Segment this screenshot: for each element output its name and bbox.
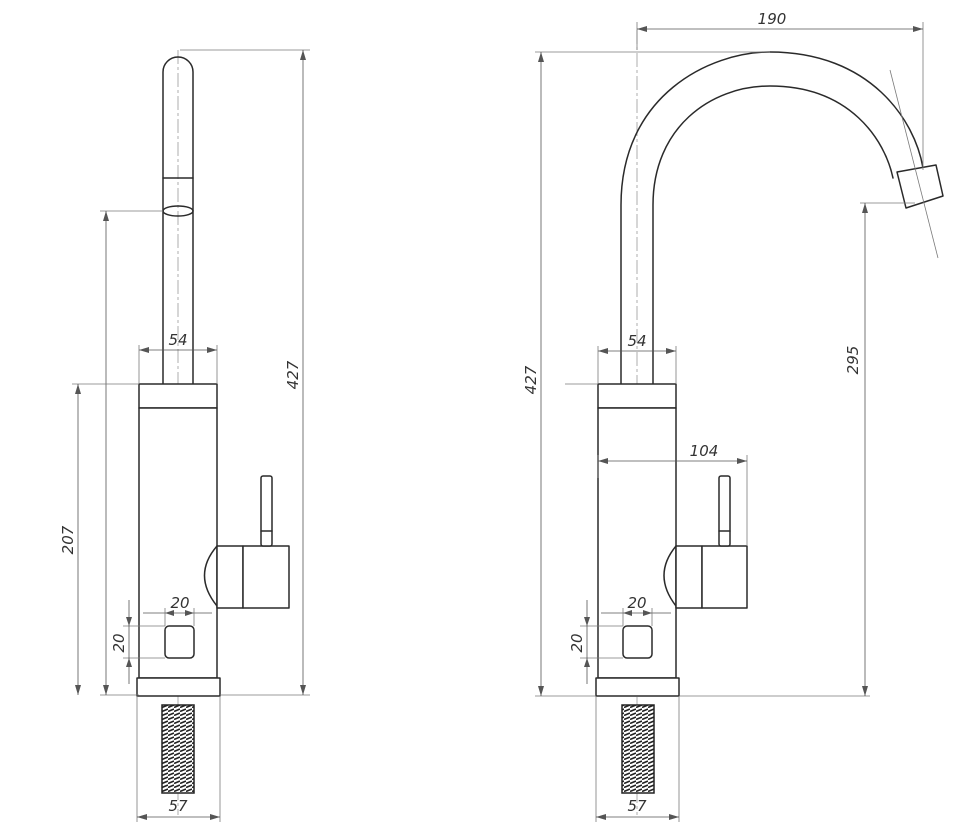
front-view: 54 427 207 (59, 49, 310, 822)
side-body (597, 407, 677, 679)
dim-front-body-height-label: 207 (59, 525, 77, 554)
side-aerator-axis (889, 69, 939, 259)
dim-side-total-height-label: 427 (522, 365, 540, 394)
dim-front-window-height-label: 20 (110, 633, 128, 652)
dim-side-handle-reach: 104 (597, 442, 748, 546)
dim-side-top-width: 54 (597, 332, 677, 384)
side-handle-base-left (675, 545, 703, 609)
side-spout-outer (620, 51, 924, 385)
dim-side-total-height: 427 (522, 51, 770, 697)
side-view: 190 427 295 54 (522, 10, 944, 822)
dim-front-window-width: 20 (143, 594, 212, 626)
front-handle-cylinder (242, 545, 290, 609)
dim-side-outlet-height: 295 (680, 202, 915, 697)
dim-front-outlet-height (100, 210, 163, 696)
dim-front-window-width-label: 20 (170, 594, 189, 612)
front-handle-skirt (203, 545, 218, 607)
dim-front-thread-width-label: 57 (168, 797, 188, 815)
side-indicator-window (622, 625, 653, 659)
dim-side-handle-reach-label: 104 (690, 442, 719, 460)
dim-front-total-height: 427 (180, 49, 310, 696)
front-top-collar (138, 383, 218, 409)
side-spout-inner (652, 85, 894, 385)
dim-side-window-width: 20 (601, 594, 671, 626)
dim-front-top-width-label: 54 (168, 331, 187, 349)
front-thread-shank (161, 704, 195, 794)
dim-front-window-height: 20 (110, 600, 165, 684)
dim-front-body-height: 207 (59, 383, 139, 695)
front-spout-tube (162, 56, 194, 385)
dim-side-window-height-label: 20 (568, 633, 586, 652)
side-handle-lever (718, 475, 731, 547)
front-handle-base-left (216, 545, 244, 609)
dim-side-thread-width: 57 (595, 696, 680, 822)
side-handle-cylinder (701, 545, 748, 609)
dim-side-window-width-label: 20 (627, 594, 646, 612)
dim-side-reach: 190 (636, 10, 924, 170)
front-indicator-window (164, 625, 195, 659)
dim-side-window-height: 20 (568, 600, 623, 684)
side-thread-shank (621, 704, 655, 794)
dim-side-reach-label: 190 (758, 10, 787, 28)
dim-front-top-width: 54 (138, 331, 218, 384)
side-top-collar (597, 383, 677, 409)
dim-side-top-width-label: 54 (627, 332, 646, 350)
dim-front-thread-width: 57 (136, 696, 221, 822)
front-body (138, 407, 218, 679)
front-handle-lever (260, 475, 273, 547)
dim-front-total-height-label: 427 (284, 360, 302, 389)
side-base-ring (595, 677, 680, 697)
front-base-ring (136, 677, 221, 697)
dim-side-thread-width-label: 57 (627, 797, 647, 815)
dim-side-outlet-height-label: 295 (844, 346, 862, 375)
side-handle-skirt (663, 545, 677, 607)
